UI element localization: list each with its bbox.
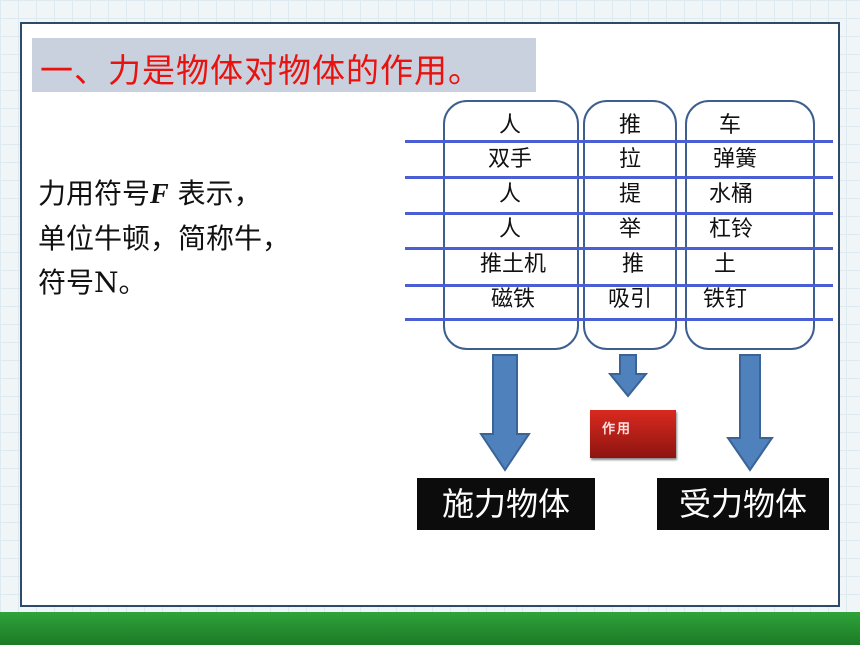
title-bar	[32, 38, 536, 92]
receiver-cell: 铁钉	[702, 287, 747, 312]
action-cell: 吸引	[607, 287, 652, 312]
agent-cell: 磁铁	[490, 287, 535, 312]
force-symbol: F	[150, 179, 169, 210]
receiver-cell: 车	[718, 113, 741, 138]
action-label-box: 作用	[590, 410, 676, 458]
action-label: 作用	[602, 422, 633, 437]
action-cell: 举	[618, 217, 641, 242]
body-line-3: 符号N。	[38, 266, 147, 299]
agent-cell: 人	[498, 113, 521, 138]
body-line-2: 单位牛顿，简称牛，	[38, 222, 291, 255]
action-cell: 推	[618, 113, 641, 138]
action-cell: 提	[618, 182, 641, 207]
agent-label: 施力物体	[417, 478, 595, 530]
action-down-arrow-icon	[607, 354, 649, 398]
body-line-1-end: 表示，	[168, 177, 262, 210]
row-line	[405, 247, 833, 250]
row-line	[405, 212, 833, 215]
body-line-1: 力用符号F 表示，	[38, 172, 290, 217]
row-line	[405, 176, 833, 179]
receiver-down-arrow-icon	[726, 354, 774, 472]
slide-title: 一、力是物体对物体的作用。	[40, 51, 482, 90]
footer-band	[0, 612, 860, 645]
agent-cell: 人	[498, 182, 521, 207]
body-text: 力用符号F 表示， 单位牛顿，简称牛， 符号N。	[38, 172, 290, 305]
agent-cell: 人	[498, 217, 521, 242]
action-cell: 推	[621, 252, 644, 277]
receiver-label: 受力物体	[657, 478, 829, 530]
agent-cell: 双手	[487, 147, 532, 172]
row-line	[405, 318, 833, 321]
receiver-cell: 水桶	[708, 182, 753, 207]
row-line	[405, 284, 833, 287]
receiver-cell: 土	[713, 252, 736, 277]
agent-down-arrow-icon	[479, 354, 531, 472]
action-cell: 拉	[618, 147, 641, 172]
row-line	[405, 140, 833, 143]
receiver-cell: 弹簧	[712, 147, 757, 172]
receiver-cell: 杠铃	[708, 217, 753, 242]
agent-cell: 推土机	[479, 252, 546, 277]
body-line-1-start: 力用符号	[38, 177, 151, 210]
